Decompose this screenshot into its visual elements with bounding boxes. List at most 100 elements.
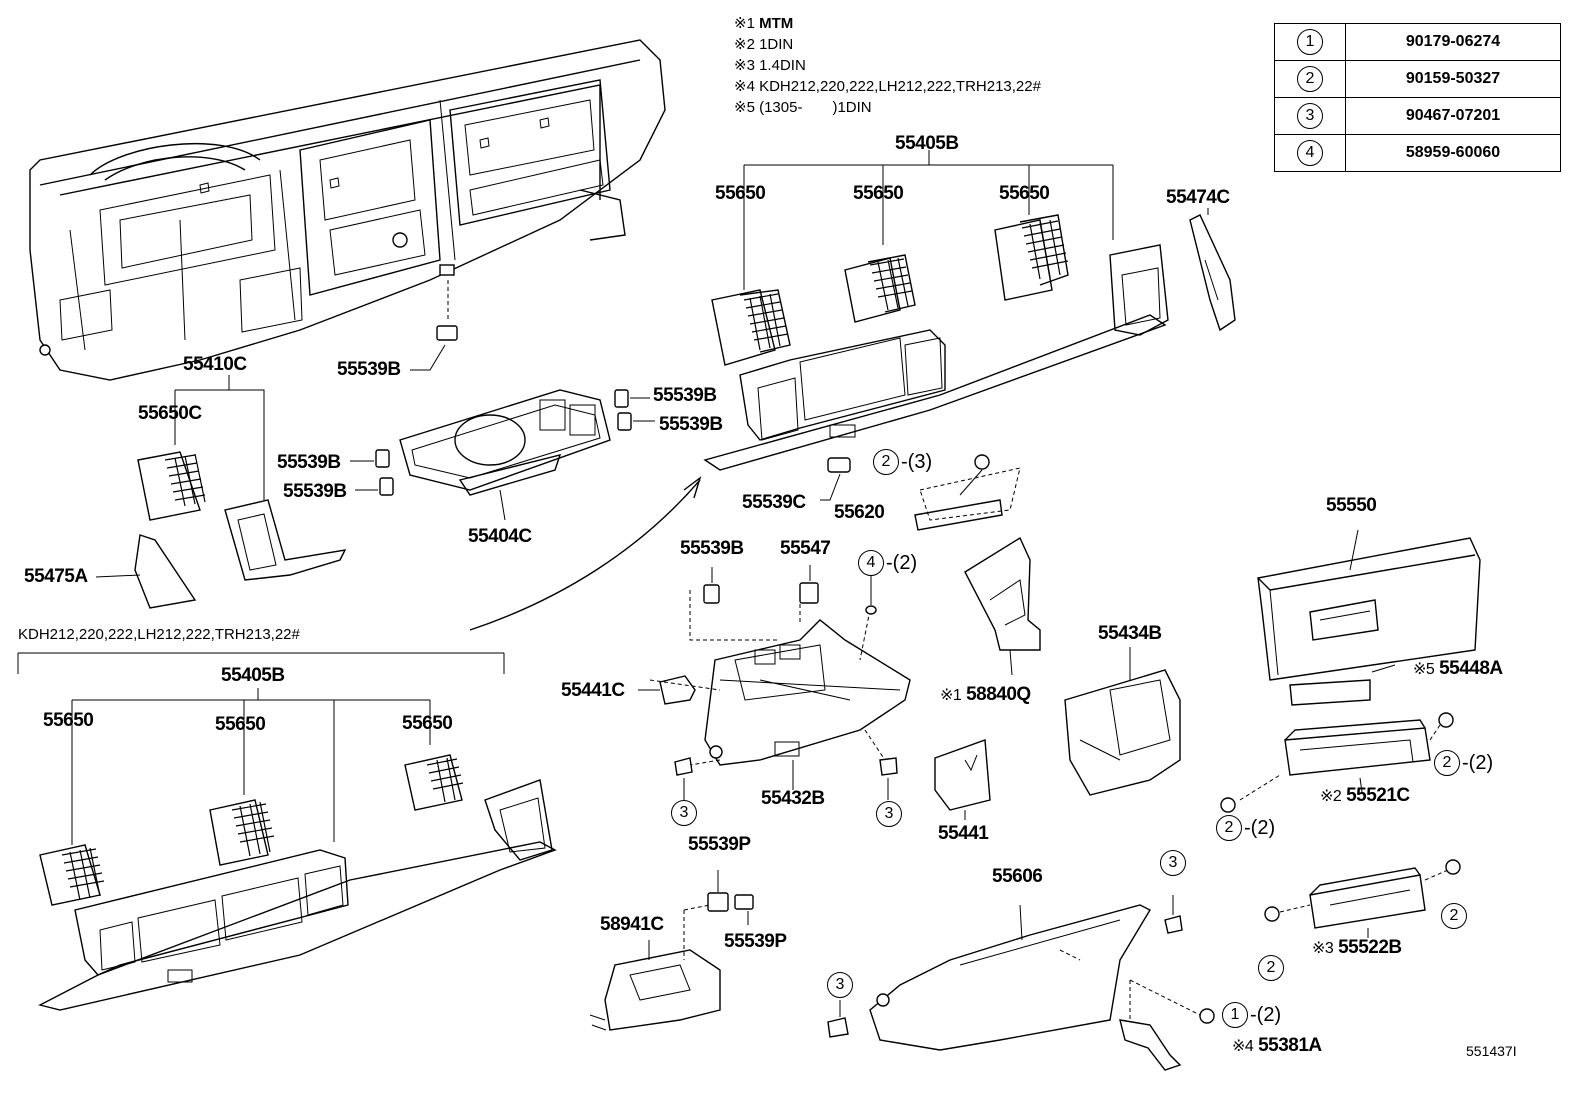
fastener-row: 2 90159-50327	[1274, 60, 1561, 98]
part-55441C-drawing	[659, 675, 696, 705]
switch-55539P-b-drawing	[734, 894, 754, 910]
label-55539C[interactable]: 55539C	[742, 492, 806, 513]
note-4: ※4 KDH212,220,222,LH212,222,TRH213,22#	[734, 78, 1041, 95]
label-55539B-b[interactable]: 55539B	[653, 385, 717, 406]
label-55475A[interactable]: 55475A	[24, 566, 88, 587]
note-1: ※1 MTM	[734, 15, 794, 32]
diagram-id: 551437I	[1466, 1043, 1517, 1059]
glove-box-55550-drawing	[1257, 529, 1481, 681]
vent-55650-a-drawing	[711, 289, 791, 366]
label-55448A[interactable]: ※5 55448A	[1413, 658, 1503, 679]
label-55441[interactable]: 55441	[938, 823, 989, 844]
label-55650-a[interactable]: 55650	[715, 183, 766, 204]
label-55550[interactable]: 55550	[1326, 495, 1377, 516]
part-55441-drawing	[934, 739, 991, 811]
callout-fastener-2-pocket-left[interactable]: 2	[1258, 955, 1284, 981]
callout-fastener-3-right[interactable]: 3	[876, 801, 902, 827]
callout-fastener-4[interactable]: 4	[858, 550, 884, 576]
label-58840Q[interactable]: ※1 58840Q	[940, 684, 1031, 705]
callout-qty: -(2)	[1244, 817, 1276, 839]
fastener-row: 3 90467-07201	[1274, 97, 1561, 135]
label-55474C[interactable]: 55474C	[1166, 187, 1230, 208]
switch-58941C-drawing	[589, 904, 721, 1031]
vent-55650-c-drawing	[994, 214, 1069, 301]
label-55405B-upper[interactable]: 55405B	[895, 133, 959, 154]
label-55405B-lower[interactable]: 55405B	[221, 665, 285, 686]
label-55539B-a[interactable]: 55539B	[337, 359, 401, 380]
label-55650-b[interactable]: 55650	[853, 183, 904, 204]
fastener-part-number[interactable]: 90179-06274	[1345, 23, 1561, 61]
callout-fastener-2-left[interactable]: 2	[1216, 815, 1242, 841]
label-55620[interactable]: 55620	[834, 502, 885, 523]
plate-55448A-drawing	[1289, 679, 1371, 706]
fastener-part-number[interactable]: 58959-60060	[1345, 134, 1561, 172]
label-55521C[interactable]: ※2 55521C	[1320, 785, 1410, 806]
bracket-55620-drawing	[914, 454, 1021, 531]
fastener-table: 1 90179-06274 2 90159-50327 3 90467-0720…	[1274, 23, 1561, 172]
assembly-arrow	[469, 479, 701, 631]
label-55539B-c[interactable]: 55539B	[659, 414, 723, 435]
upper-panel-55405B-drawing	[703, 150, 1169, 471]
switch-55539P-a-drawing	[707, 892, 729, 912]
fastener-part-number[interactable]: 90467-07201	[1345, 97, 1561, 135]
label-55404C[interactable]: 55404C	[468, 526, 532, 547]
callout-fastener-3-cover[interactable]: 3	[1160, 850, 1186, 876]
label-55539P-b[interactable]: 55539P	[724, 931, 787, 952]
fastener-part-number[interactable]: 90159-50327	[1345, 60, 1561, 98]
label-55432B[interactable]: 55432B	[761, 788, 825, 809]
clip-55539B-lower-drawing	[703, 584, 720, 604]
note-3: ※3 1.4DIN	[734, 57, 806, 74]
callout-fastener-2[interactable]: 2	[873, 449, 899, 475]
label-55650-d[interactable]: 55650	[43, 710, 94, 731]
clips-55539B-group-drawing	[350, 389, 655, 496]
vent-55650-f-drawing	[404, 754, 464, 811]
label-55381A[interactable]: ※4 55381A	[1232, 1035, 1322, 1056]
label-55547[interactable]: 55547	[780, 538, 831, 559]
callout-qty: -(2)	[886, 552, 918, 574]
cover-58840Q-drawing	[964, 536, 1041, 651]
clip-55539B-drawing	[436, 325, 458, 341]
label-55539P-a[interactable]: 55539P	[688, 834, 751, 855]
fastener-num: 3	[1297, 103, 1323, 129]
bracket-55381A-drawing	[1119, 979, 1215, 1071]
label-55434B[interactable]: 55434B	[1098, 623, 1162, 644]
fastener-row: 4 58959-60060	[1274, 134, 1561, 172]
end-cap-55474C-drawing	[1189, 214, 1236, 332]
label-55650-e[interactable]: 55650	[215, 714, 266, 735]
lower-panel-55432B-drawing	[649, 590, 911, 790]
label-55441C[interactable]: 55441C	[561, 680, 625, 701]
variant-label: KDH212,220,222,LH212,222,TRH213,22#	[18, 626, 300, 643]
callout-qty: -(2)	[1250, 1004, 1282, 1026]
callout-fastener-2-right[interactable]: 2	[1434, 750, 1460, 776]
outlet-55410C-drawing	[137, 375, 347, 581]
vent-55650-e-drawing	[209, 799, 275, 866]
label-55650-f[interactable]: 55650	[402, 713, 453, 734]
clip-55539C-drawing	[827, 457, 851, 473]
label-55522B[interactable]: ※3 55522B	[1312, 937, 1402, 958]
label-55539B-f[interactable]: 55539B	[680, 538, 744, 559]
callout-fastener-2-pocket-right[interactable]: 2	[1441, 903, 1467, 929]
label-55539B-e[interactable]: 55539B	[283, 481, 347, 502]
callout-fastener-3-lower[interactable]: 3	[827, 972, 853, 998]
trim-55475A-drawing	[134, 534, 197, 609]
label-55410C[interactable]: 55410C	[183, 354, 247, 375]
label-55539B-d[interactable]: 55539B	[277, 452, 341, 473]
pocket-55521C-drawing	[1220, 712, 1454, 813]
note-2: ※2 1DIN	[734, 36, 794, 53]
cover-55434B-drawing	[1064, 647, 1181, 796]
fastener-row: 1 90179-06274	[1274, 23, 1561, 61]
label-55650C[interactable]: 55650C	[138, 403, 202, 424]
label-55606[interactable]: 55606	[992, 866, 1043, 887]
callout-fastener-1[interactable]: 1	[1222, 1002, 1248, 1028]
vent-55650-d-drawing	[39, 844, 105, 906]
label-55650-c[interactable]: 55650	[999, 183, 1050, 204]
fastener-num: 2	[1297, 66, 1323, 92]
dashboard-frame-drawing	[29, 39, 666, 381]
fastener-num: 4	[1297, 140, 1323, 166]
label-58941C[interactable]: 58941C	[600, 914, 664, 935]
callout-fastener-3-left[interactable]: 3	[671, 800, 697, 826]
callout-qty: -(3)	[901, 451, 933, 473]
note-5: ※5 (1305- )1DIN	[734, 99, 872, 116]
